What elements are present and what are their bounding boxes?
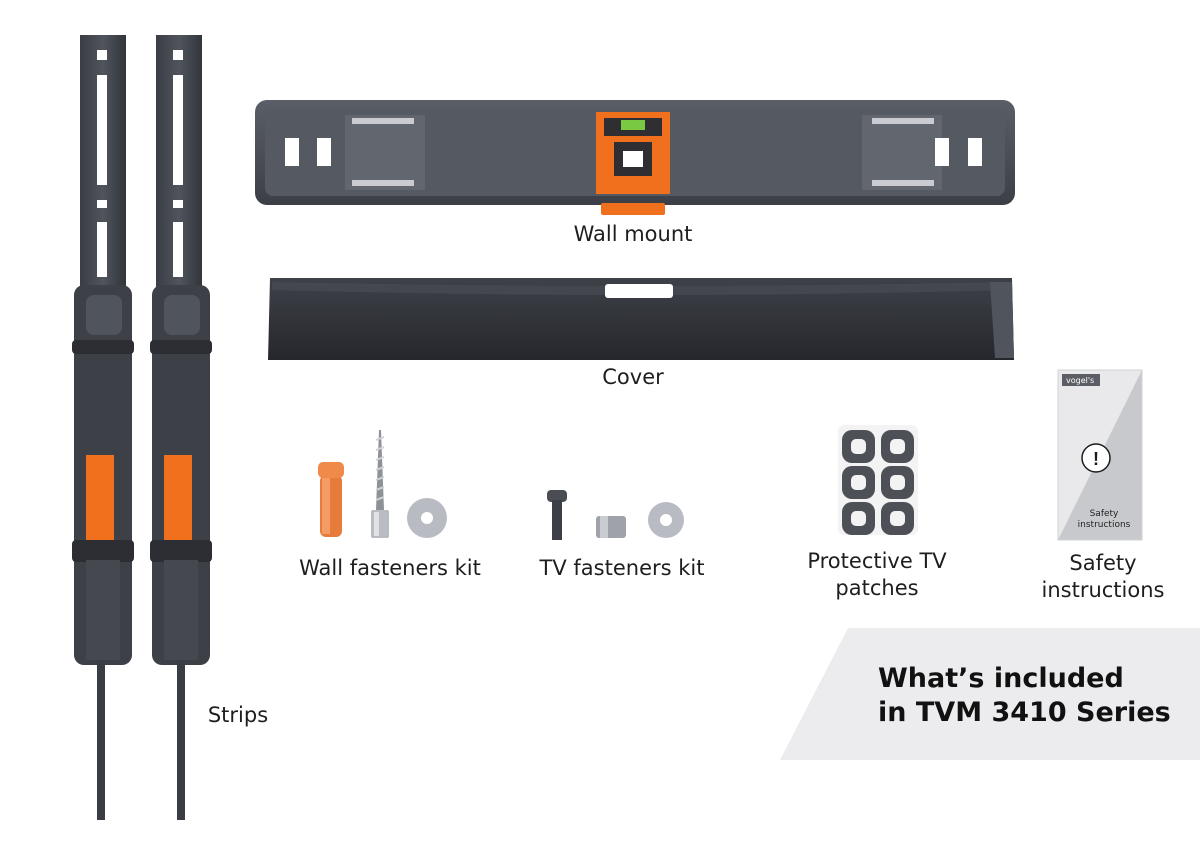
safety-booklet: vogel's ! Safety instructions [1057,369,1143,541]
wall-washer [407,498,447,538]
tv-washer [648,502,684,538]
warning-icon: ! [1093,449,1099,469]
wall-mount-bracket [255,100,1015,215]
label-strips: Strips [207,703,269,727]
label-wall-mount: Wall mount [573,222,693,246]
tv-bolt [547,490,567,540]
label-patches-line2: patches [835,576,919,600]
label-wall-fasteners: Wall fasteners kit [299,556,481,580]
cover-bar [268,278,1014,360]
protective-patches-sheet [838,425,918,535]
wall-plug [318,462,344,537]
banner-title: What’s included in TVM 3410 Series [878,662,1171,730]
label-patches-line1: Protective TV [807,549,947,573]
booklet-text-line2: instructions [1078,520,1131,530]
banner-title-line1: What’s included [878,663,1124,694]
label-safety-line1: Safety [1069,551,1137,575]
banner-background [780,628,1200,760]
booklet-text-line1: Safety [1090,509,1119,519]
spacer-sleeve [596,516,626,538]
label-tv-fasteners: TV fasteners kit [539,556,705,580]
booklet-brand: vogel's [1066,376,1094,385]
strip-left [72,35,134,820]
label-cover: Cover [602,365,664,389]
contents-banner: What’s included in TVM 3410 Series [780,628,1200,760]
banner-title-line2: in TVM 3410 Series [878,697,1171,728]
wood-screw [371,430,389,538]
label-safety-line2: instructions [1041,578,1165,602]
strip-right [150,35,212,820]
